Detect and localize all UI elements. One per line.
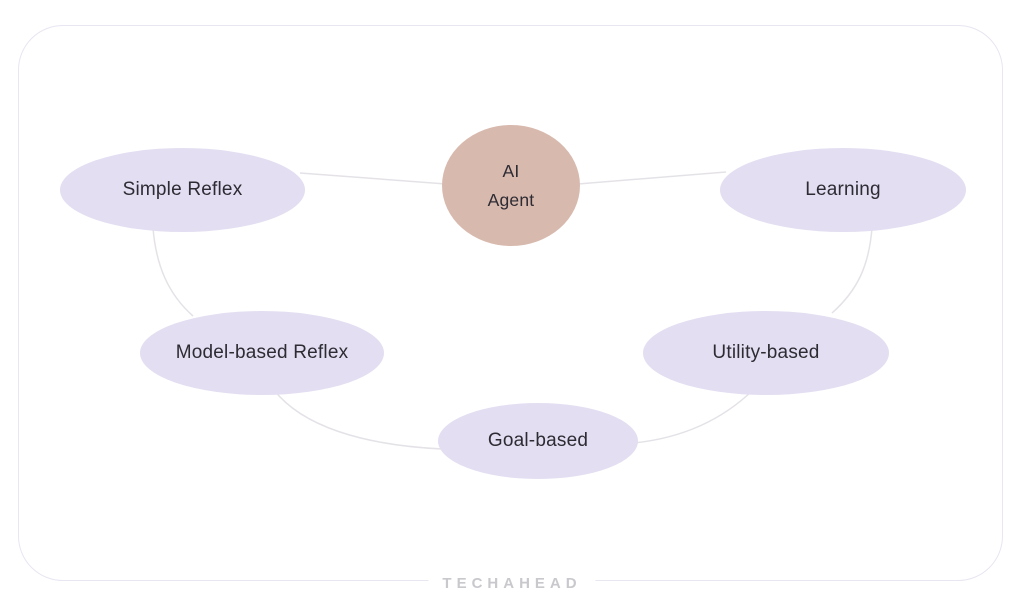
- edge-goal-based-to-utility-based: [633, 389, 754, 444]
- node-label: Goal-based: [487, 430, 589, 451]
- node-label: Simple Reflex: [122, 179, 243, 200]
- node-label: Learning: [805, 179, 881, 200]
- node-label: Utility-based: [712, 342, 820, 363]
- node-model-based-reflex: Model-based Reflex: [140, 311, 384, 395]
- ai-agent-label-line2: Agent: [487, 189, 535, 210]
- techahead-wordmark: TECHAHEAD: [428, 574, 596, 594]
- edge-simple-reflex-to-model-based: [152, 227, 194, 317]
- node-simple-reflex: Simple Reflex: [60, 148, 305, 232]
- edge-learning-to-utility-based: [831, 227, 873, 314]
- ai-agent-label-line1: AI: [502, 160, 520, 181]
- edge-model-based-to-goal-based: [273, 389, 443, 450]
- node-ai-agent: AI Agent: [442, 125, 580, 246]
- node-learning: Learning: [720, 148, 966, 232]
- node-label: Model-based Reflex: [175, 342, 349, 363]
- node-goal-based: Goal-based: [438, 403, 638, 479]
- node-utility-based: Utility-based: [643, 311, 889, 395]
- edge-simple-reflex-to-ai-agent: [299, 172, 447, 185]
- edge-ai-agent-to-learning: [577, 171, 727, 185]
